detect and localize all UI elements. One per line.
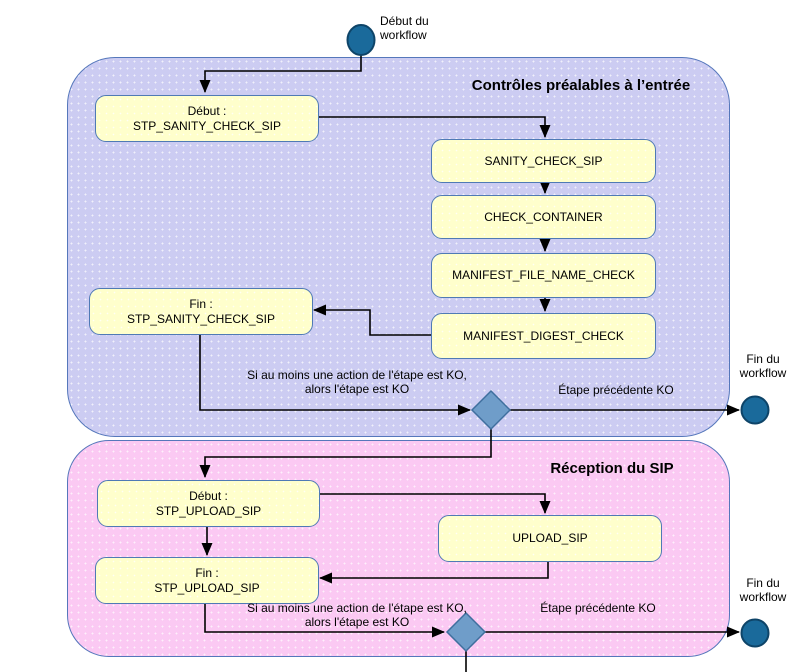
- step-debut-stp-sanity-check-sip: Début : STP_SANITY_CHECK_SIP: [95, 95, 319, 142]
- action-manifest-file-name-check: MANIFEST_FILE_NAME_CHECK: [431, 253, 656, 298]
- step-fin-stp-sanity-check-sip: Fin : STP_SANITY_CHECK_SIP: [89, 288, 313, 335]
- edge-label-etape-precedente-ko-2: Étape précédente KO: [540, 601, 656, 615]
- action-sanity-check-sip: SANITY_CHECK_SIP: [431, 139, 656, 183]
- action-manifest-digest-check: MANIFEST_DIGEST_CHECK: [431, 313, 656, 359]
- step-debut-stp-upload-sip: Début : STP_UPLOAD_SIP: [97, 480, 320, 527]
- action-upload-sip: UPLOAD_SIP: [438, 515, 662, 562]
- end-node-1-icon: [740, 395, 770, 425]
- end-node-1-label: Fin du workflow: [739, 352, 787, 381]
- start-node-label: Début du workflow: [380, 14, 429, 43]
- start-node-icon: [346, 24, 376, 56]
- edge-label-ko-condition-1: Si au moins une action de l'étape est KO…: [247, 368, 467, 397]
- action-check-container: CHECK_CONTAINER: [431, 195, 656, 239]
- step-fin-stp-upload-sip: Fin : STP_UPLOAD_SIP: [95, 557, 319, 604]
- edge-label-ko-condition-2: Si au moins une action de l'étape est KO…: [247, 601, 467, 630]
- end-node-2-icon: [740, 618, 770, 648]
- end-node-2-label: Fin du workflow: [739, 576, 787, 605]
- group-title-controles: Contrôles préalables à l’entrée: [471, 77, 691, 94]
- edge-label-etape-precedente-ko-1: Étape précédente KO: [558, 383, 674, 397]
- group-title-reception: Réception du SIP: [550, 460, 674, 477]
